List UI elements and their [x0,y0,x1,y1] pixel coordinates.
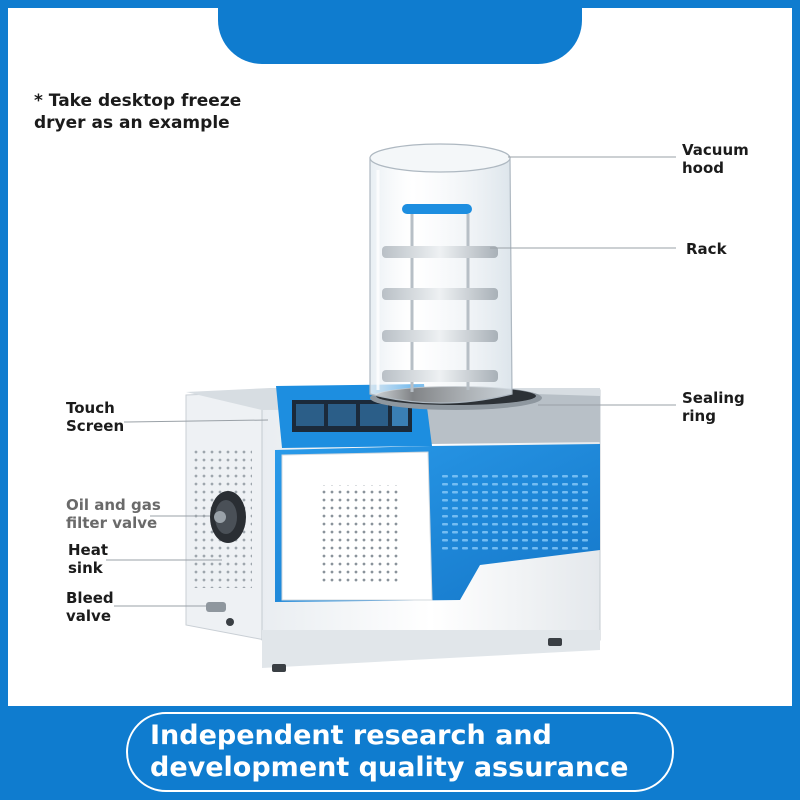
callout-rack: Rack [686,240,727,258]
frame-left-border [0,0,8,800]
top-decorative-tab [218,0,582,64]
callout-touch-screen: Touch Screen [66,399,125,435]
callout-vacuum-hood: Vacuum hood [682,141,749,177]
front-vent [322,485,402,585]
foot-right [548,638,562,646]
callout-oil-gas-filter: Oil and gas filter valve [66,496,161,532]
oil-gas-filter-valve[interactable] [210,491,246,543]
rack-handle[interactable] [402,204,472,214]
callout-bleed-valve: Bleed valve [66,589,114,625]
bleed-valve[interactable] [206,602,234,626]
blue-vent [440,470,588,550]
foot-left [272,664,286,672]
rack [382,204,498,392]
example-note: * Take desktop freeze dryer as an exampl… [34,91,242,133]
callout-sealing-ring: Sealing ring [682,389,745,425]
callout-heat-sink: Heat sink [68,541,109,577]
slogan-text: Independent research and development qua… [150,720,629,783]
slogan-pill-outline [126,712,674,792]
frame-right-border [792,0,800,800]
vacuum-hood [369,143,513,404]
leader-lines [106,156,676,607]
